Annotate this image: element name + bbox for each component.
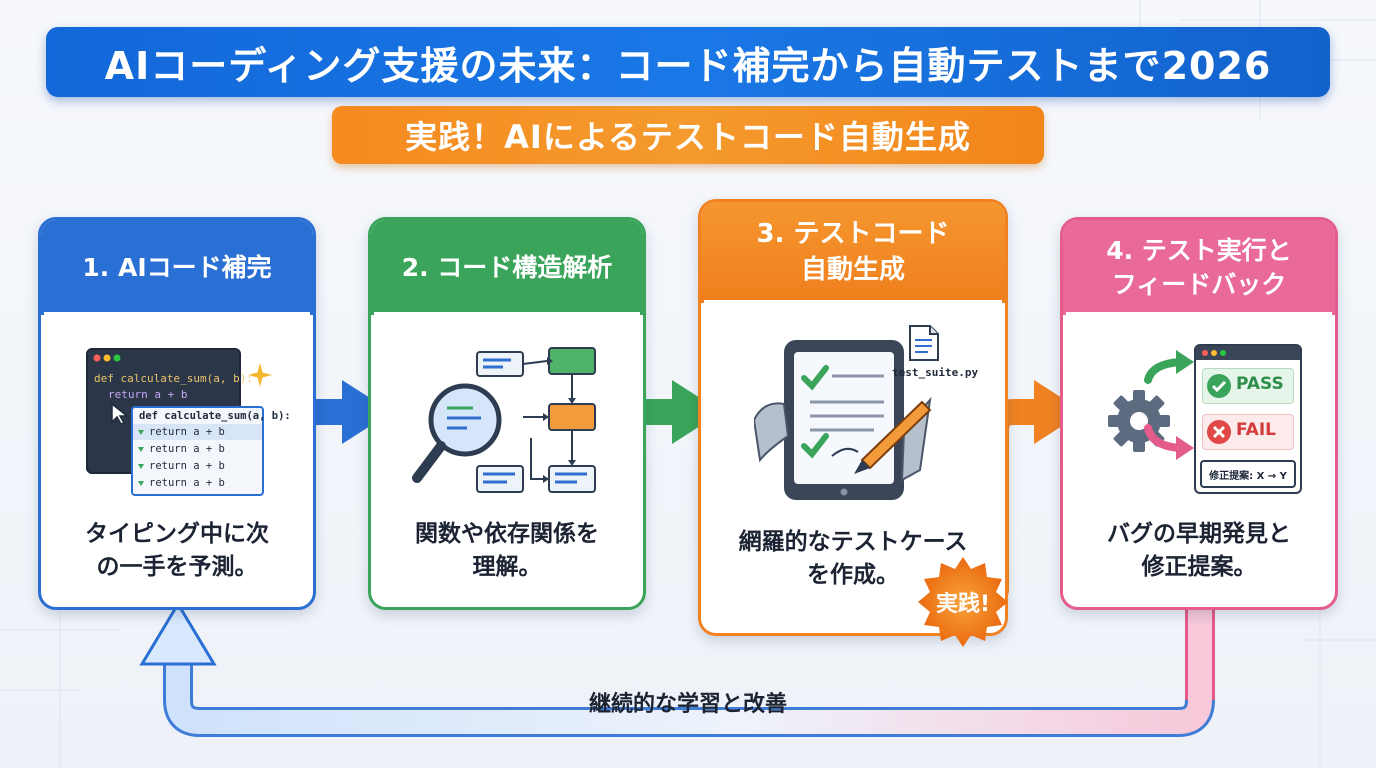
step-card-code-completion: 1. AIコード補完 def calculate_sum(a, b): retu… — [38, 217, 316, 610]
step-4-body: PASS FAIL 修正提案: X → Y バグの早期発見と 修正提案。 — [1066, 312, 1332, 604]
step-1-heading: 1. AIコード補完 — [41, 220, 313, 315]
loop-label: 継続的な学習と改善 — [588, 692, 787, 717]
step-4-description: バグの早期発見と 修正提案。 — [1107, 521, 1291, 581]
step-4-heading: 4. テスト実行と フィードバック — [1063, 220, 1335, 315]
page-title: AIコーディング支援の未来：コード補完から自動テストまで2026 — [46, 27, 1330, 97]
step-3-description: 網羅的なテストケース を作成。 — [738, 529, 968, 589]
page-subtitle: 実践！AIによるテストコード自動生成 — [332, 106, 1044, 164]
step-2-heading: 2. コード構造解析 — [371, 220, 643, 315]
window-controls-icon — [1202, 350, 1226, 356]
test-file-name: test_suite.py — [892, 366, 979, 379]
step-2-body: 関数や依存関係を 理解。 — [374, 312, 640, 604]
autocomplete-popup: def calculate_sum(a, b): return a + b re… — [131, 406, 291, 496]
code-structure-diagram-icon — [412, 347, 596, 493]
check-circle-icon — [1207, 374, 1231, 398]
autocomplete-suggestion[interactable]: return a + b — [149, 426, 225, 438]
sparkle-icon — [248, 363, 272, 387]
step-card-test-feedback: 4. テスト実行と フィードバック — [1060, 217, 1338, 610]
autocomplete-suggestion[interactable]: return a + b — [149, 460, 225, 472]
step-2-description: 関数や依存関係を 理解。 — [415, 521, 599, 581]
autocomplete-suggestion[interactable]: return a + b — [149, 477, 225, 489]
step-card-code-analysis: 2. コード構造解析 — [368, 217, 646, 610]
starburst-icon — [918, 557, 1008, 647]
error-circle-icon — [1207, 420, 1231, 444]
code-line-return: return a + b — [108, 388, 188, 401]
suggestion-markers-icon — [138, 430, 144, 486]
autocomplete-header: def calculate_sum(a, b): — [139, 410, 291, 422]
cycle-arrows-icon — [1144, 350, 1194, 460]
step-1-body: def calculate_sum(a, b): return a + b de… — [44, 312, 310, 604]
fail-label: FAIL — [1236, 420, 1276, 440]
practice-badge: 実践! — [916, 555, 1010, 649]
step-3-heading: 3. テストコード 自動生成 — [701, 202, 1005, 303]
python-file-icon — [909, 325, 939, 361]
autocomplete-suggestion[interactable]: return a + b — [149, 443, 225, 455]
tablet-checklist-icon — [754, 340, 932, 500]
code-line-def: def calculate_sum(a, b): — [94, 372, 253, 385]
step-1-description: タイピング中に次 の一手を予測。 — [85, 521, 269, 581]
test-result-window: PASS FAIL 修正提案: X → Y — [1194, 344, 1302, 494]
window-controls-icon — [93, 354, 121, 362]
fix-suggestion-label: 修正提案: X → Y — [1200, 460, 1296, 488]
practice-badge-label: 実践! — [935, 592, 991, 617]
pass-label: PASS — [1236, 374, 1284, 394]
mouse-cursor-icon — [111, 402, 130, 425]
